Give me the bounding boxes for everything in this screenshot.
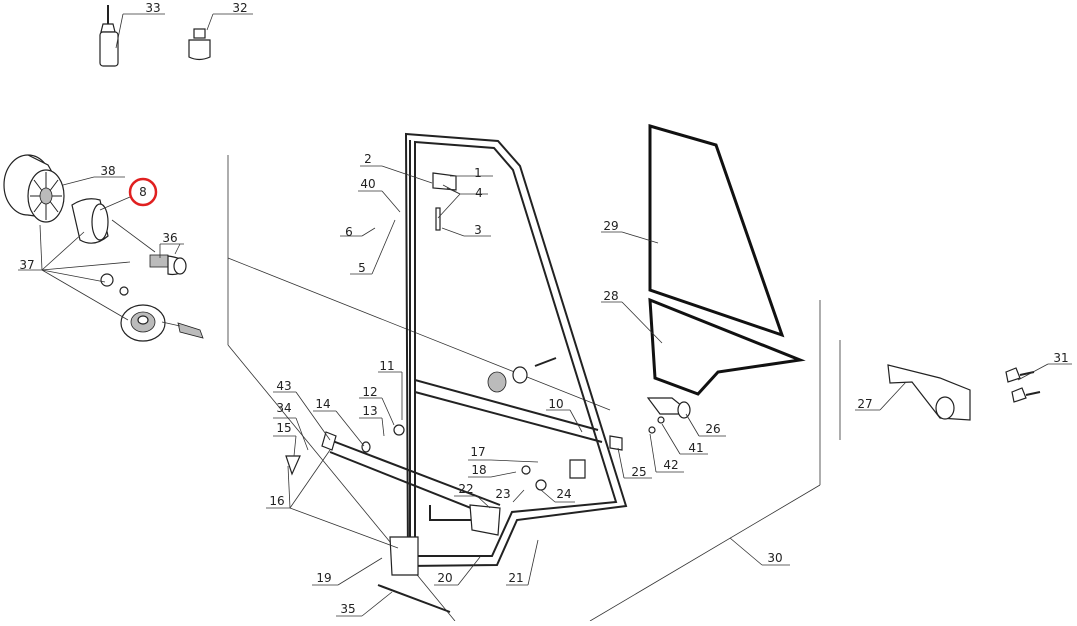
glass-panels <box>648 124 806 396</box>
callout-42[interactable]: 42 <box>663 458 678 472</box>
callout-2[interactable]: 2 <box>364 152 372 166</box>
callout-leaders <box>18 13 1072 617</box>
callout-numbers: 33 32 38 36 37 2 1 40 4 6 3 5 29 28 31 2… <box>19 1 1068 616</box>
callout-41[interactable]: 41 <box>688 441 703 455</box>
callout-40[interactable]: 40 <box>360 177 375 191</box>
callout-36[interactable]: 36 <box>162 231 177 245</box>
door-frame <box>285 132 691 613</box>
callout-12[interactable]: 12 <box>362 385 377 399</box>
callout-35[interactable]: 35 <box>340 602 355 616</box>
highlight-circle <box>128 177 158 207</box>
callout-24[interactable]: 24 <box>556 487 571 501</box>
callout-13[interactable]: 13 <box>362 404 377 418</box>
callout-27[interactable]: 27 <box>857 397 872 411</box>
callout-11[interactable]: 11 <box>379 359 394 373</box>
callout-3[interactable]: 3 <box>474 223 482 237</box>
callout-29[interactable]: 29 <box>603 219 618 233</box>
callout-23[interactable]: 23 <box>495 487 510 501</box>
callout-14[interactable]: 14 <box>315 397 330 411</box>
callout-38[interactable]: 38 <box>100 164 115 178</box>
part-oil-can <box>99 5 119 67</box>
callout-4[interactable]: 4 <box>475 186 483 200</box>
callout-6[interactable]: 6 <box>345 225 353 239</box>
callout-15[interactable]: 15 <box>276 421 291 435</box>
callout-28[interactable]: 28 <box>603 289 618 303</box>
callout-26[interactable]: 26 <box>705 422 720 436</box>
callout-10[interactable]: 10 <box>548 397 563 411</box>
callout-21[interactable]: 21 <box>508 571 523 585</box>
callout-43[interactable]: 43 <box>276 379 291 393</box>
roller-assembly <box>3 154 204 342</box>
callout-18[interactable]: 18 <box>471 463 486 477</box>
callout-1[interactable]: 1 <box>474 166 482 180</box>
callout-37[interactable]: 37 <box>19 258 34 272</box>
perspective-guide-lines <box>227 155 841 622</box>
highlight-label[interactable]: 8 <box>139 185 147 199</box>
callout-16[interactable]: 16 <box>269 494 284 508</box>
callout-30[interactable]: 30 <box>767 551 782 565</box>
handle-lock <box>887 364 1041 421</box>
callout-5[interactable]: 5 <box>358 261 366 275</box>
callout-20[interactable]: 20 <box>437 571 452 585</box>
callout-33[interactable]: 33 <box>145 1 160 15</box>
callout-17[interactable]: 17 <box>470 445 485 459</box>
callout-22[interactable]: 22 <box>458 482 473 496</box>
callout-32[interactable]: 32 <box>232 1 247 15</box>
callout-19[interactable]: 19 <box>316 571 331 585</box>
part-cap <box>188 28 211 61</box>
callout-31[interactable]: 31 <box>1053 351 1068 365</box>
callout-25[interactable]: 25 <box>631 465 646 479</box>
callout-34[interactable]: 34 <box>276 401 291 415</box>
